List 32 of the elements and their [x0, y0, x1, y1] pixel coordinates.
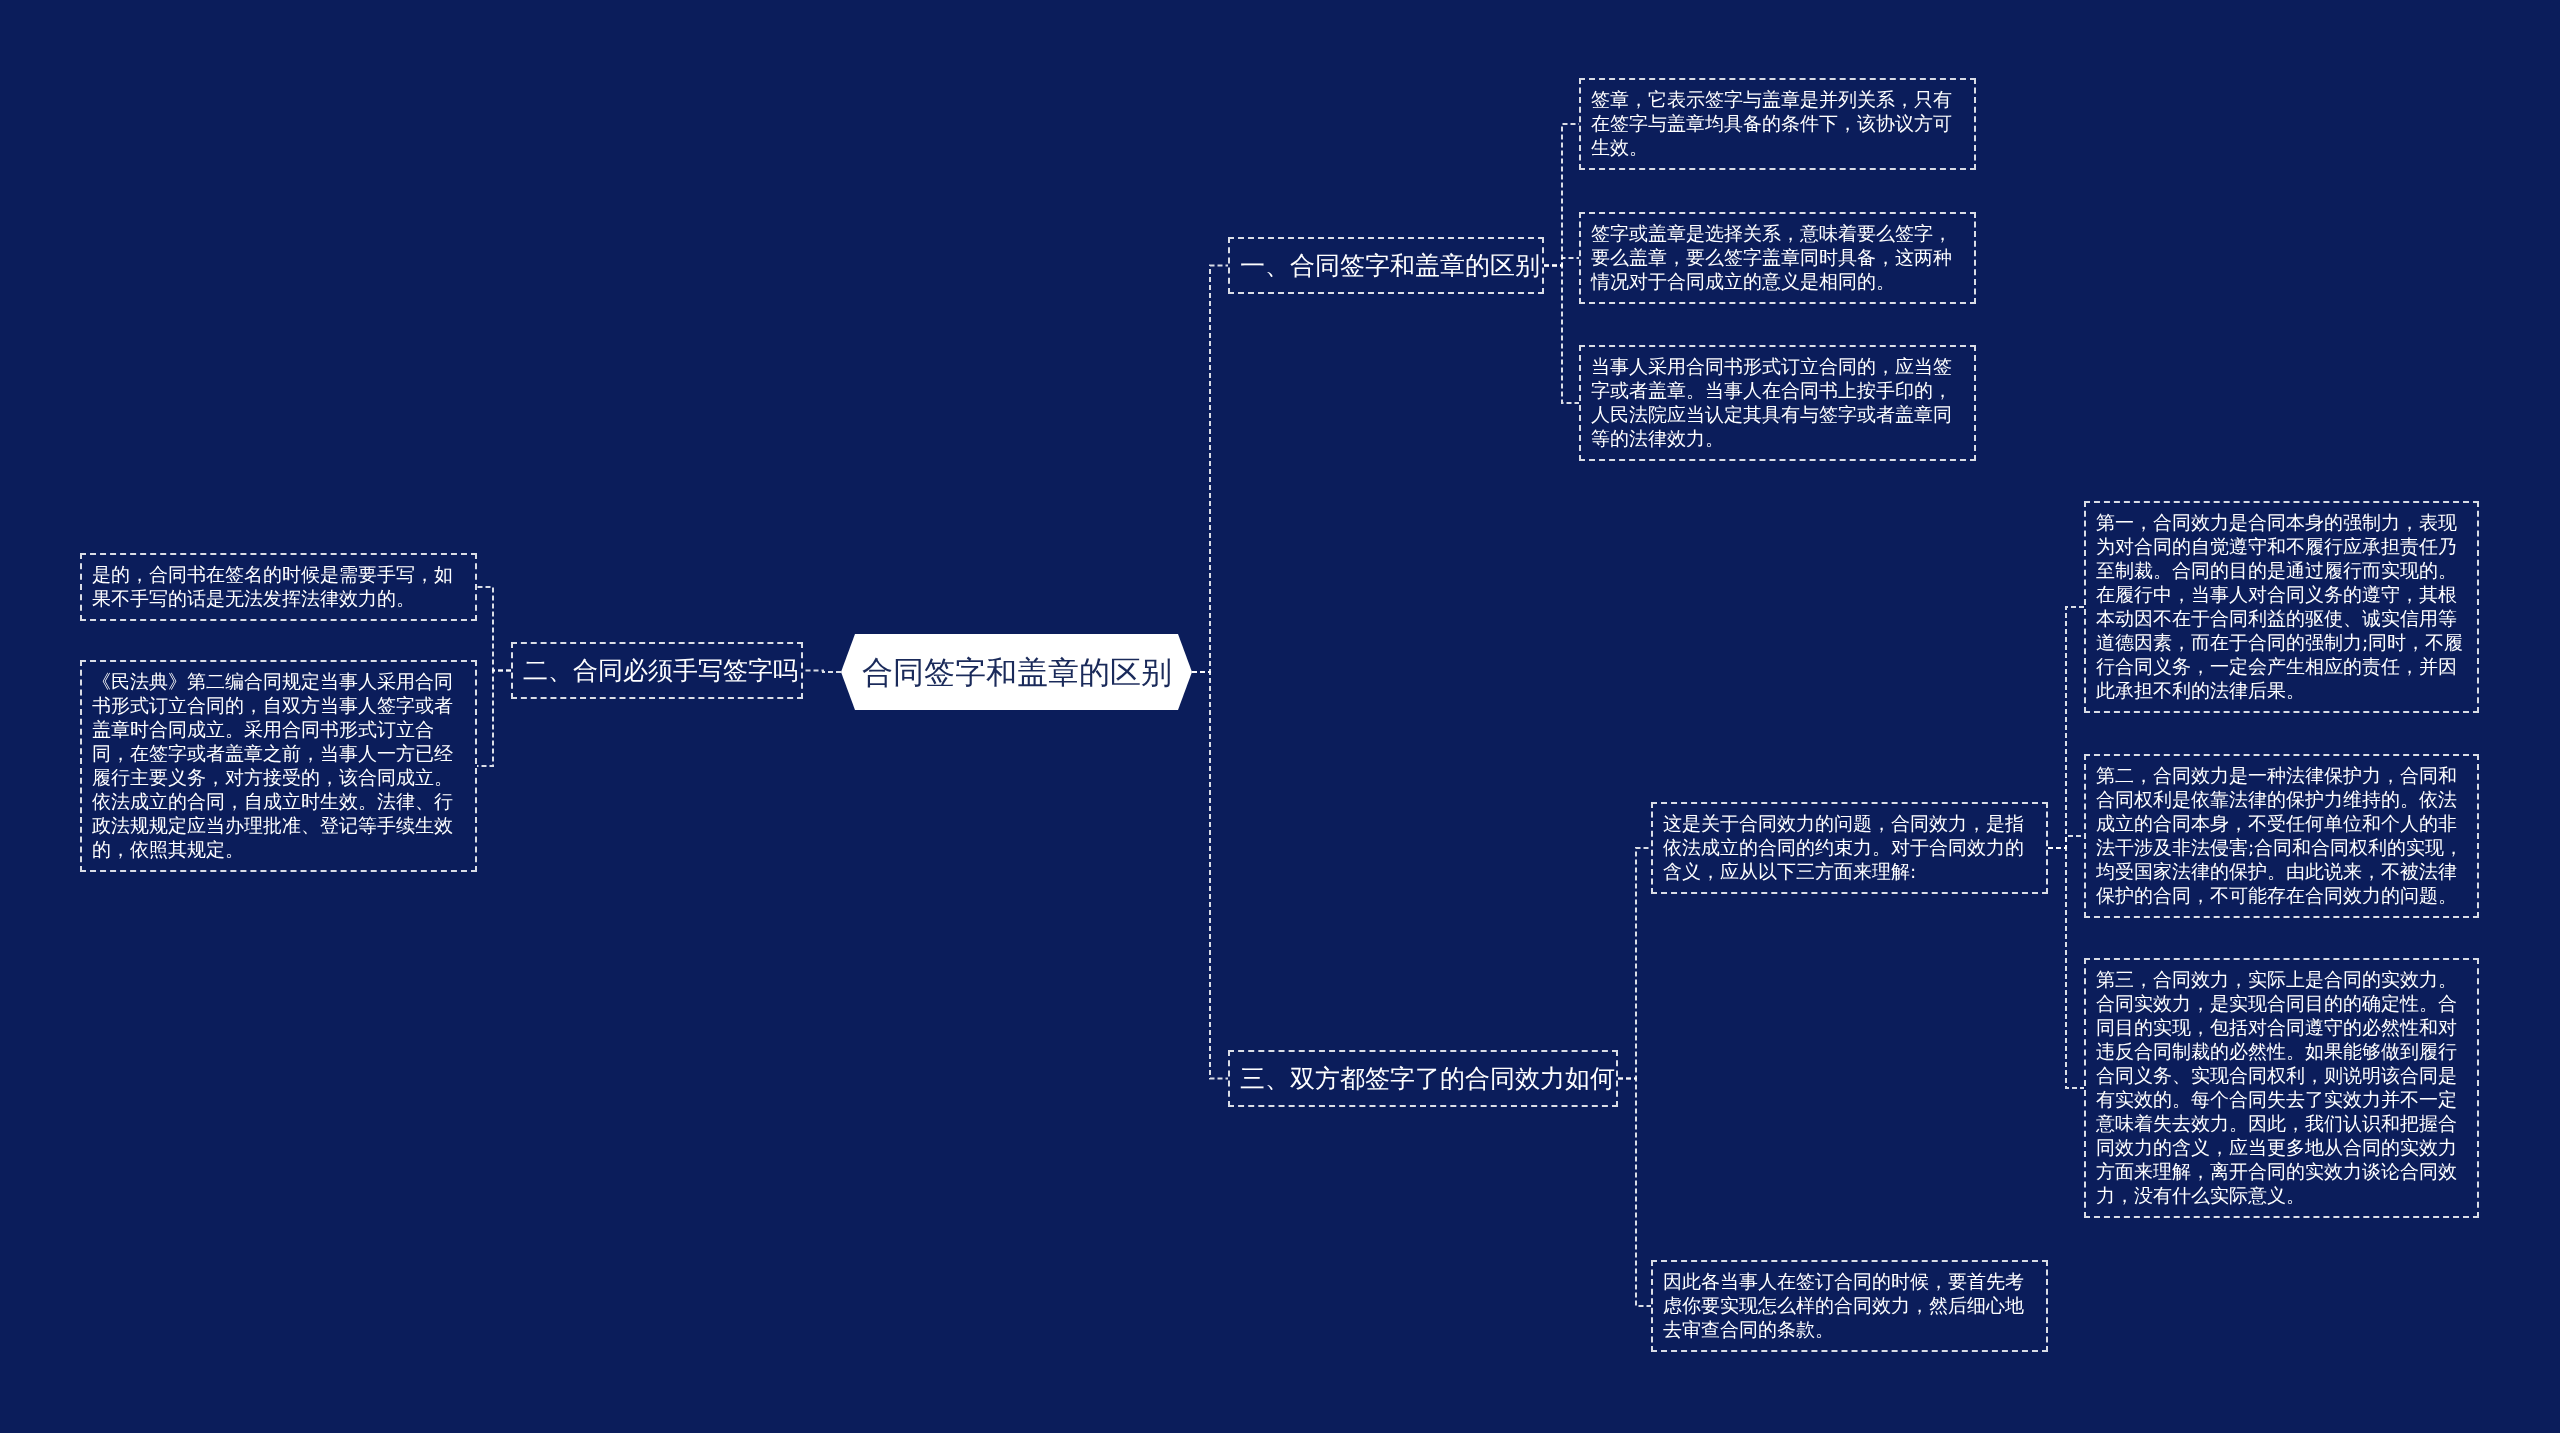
branch-box — [1228, 237, 1544, 294]
note-box — [1579, 212, 1976, 304]
node-text: 是的，合同书在签名的时候是需要手写，如果不手写的话是无法发挥法律效力的。 — [92, 564, 453, 609]
connector-line — [476, 669, 512, 767]
note-box — [1651, 802, 2048, 894]
note-box — [1579, 345, 1976, 461]
note-box — [2084, 958, 2479, 1218]
node-text: 《民法典》第二编合同规定当事人采用合同书形式订立合同的，自双方当事人签字或者盖章时合同成立。采用合同书形式订立合同，在签字或者盖章之前，当事人一方已经履行主要义务，对方接受的，该合同成立。依法成立的合同，自成立时生效。法律、行政法规规定应当办理批准、登记等手续生效的，依照其规定。 — [92, 671, 453, 860]
connector-line — [1191, 671, 1229, 1080]
branch-box — [1228, 1050, 1618, 1107]
node-text: 第三，合同效力，实际上是合同的实效力。合同实效力，是实现合同目的的确定性。合同目的实现，包括对合同遵守的必然性和对违反合同制裁的必然性。如果能够做到履行合同义务、实现合同权利，则说明该合同是有实效的。每个合同失去了实效力并不一定意味着失去效力。因此，我们认识和把握合同效力的含义，应当更多地从合同的实效力方面来理解，离开合同的实效力谈论合同效力，没有什么实际意义。 — [2096, 969, 2457, 1206]
note-box — [1651, 1260, 2048, 1352]
node-text: 一、合同签字和盖章的区别 — [1240, 251, 1540, 280]
node-text: 二、合同必须手写签字吗 — [523, 656, 798, 685]
branch-box — [511, 642, 803, 699]
node-text: 因此各当事人在签订合同的时候，要首先考虑你要实现怎么样的合同效力，然后细心地去审查合同的条款。 — [1663, 1271, 2024, 1340]
node-text: 第一，合同效力是合同本身的强制力，表现为对合同的自觉遵守和不履行应承担责任乃至制裁。合同的目的是通过履行而实现的。在履行中，当事人对合同义务的遵守，其根本动因不在于合同利益的驱使、诚实信用等道德因素，而在于合同的强制力;同时，不履行合同义务，一定会产生相应的责任，并因此承担不利的法律后果。 — [2096, 512, 2464, 701]
connector-line — [1543, 264, 1580, 404]
node-text: 这是关于合同效力的问题，合同效力，是指依法成立的合同的约束力。对于合同效力的含义，应从以下三方面来理解: — [1663, 813, 2024, 882]
node-text: 签章，它表示签字与盖章是并列关系，只有在签字与盖章均具备的条件下，该协议方可生效。 — [1591, 89, 1952, 158]
node-text: 合同签字和盖章的区别 — [861, 654, 1172, 690]
node-text: 第二，合同效力是一种法律保护力，合同和合同权利是依靠法律的保护力维持的。依法成立的合同本身，不受任何单位和个人的非法干涉及非法侵害;合同和合同权利的实现，均受国家法律的保护。由此说来，不被法律保护的合同，不可能存在合同效力的问题。 — [2096, 765, 2464, 906]
connector-line — [1617, 1077, 1652, 1307]
node-text: 三、双方都签字了的合同效力如何 — [1240, 1064, 1615, 1093]
central-topic — [841, 634, 1192, 710]
note-box — [1579, 78, 1976, 170]
note-box — [2084, 501, 2479, 713]
note-box — [80, 660, 477, 872]
note-box — [80, 553, 477, 621]
node-text: 当事人采用合同书形式订立合同的，应当签字或者盖章。当事人在合同书上按手印的，人民法院应当认定其具有与签字或者盖章同等的法律效力。 — [1591, 356, 1952, 449]
note-box — [2084, 754, 2479, 918]
node-text: 签字或盖章是选择关系，意味着要么签字，要么盖章，要么签字盖章同时具备，这两种情况对于合同成立的意义是相同的。 — [1591, 223, 1952, 292]
